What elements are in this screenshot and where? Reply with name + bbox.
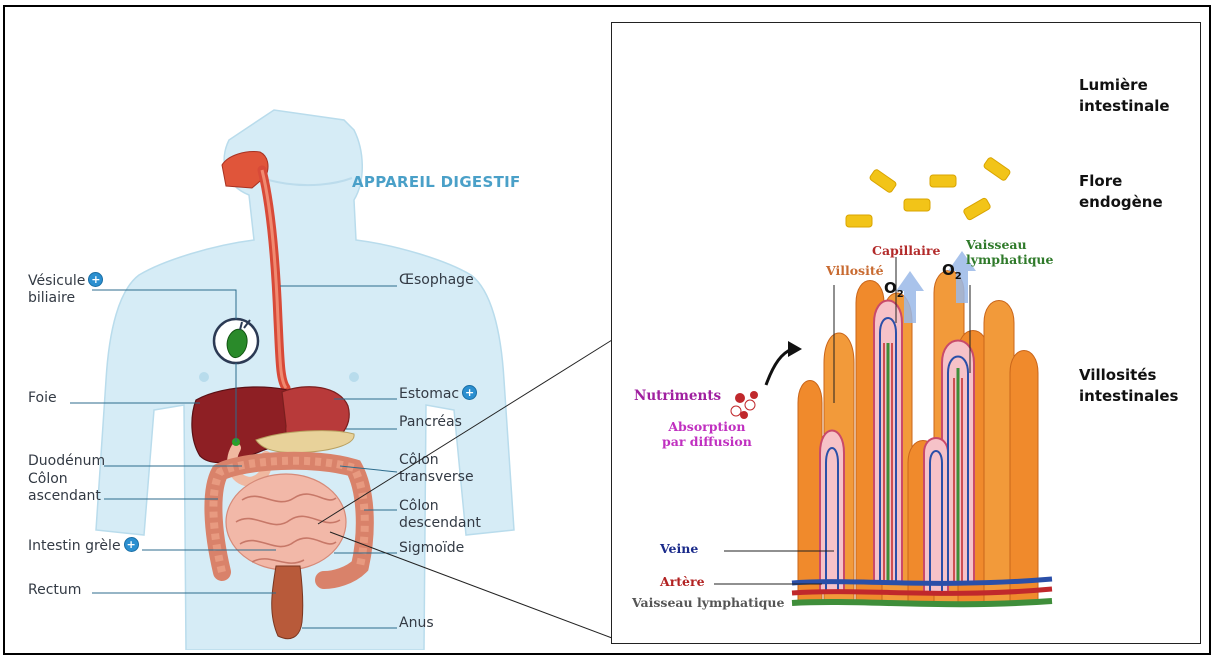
nutriment-molecule <box>731 391 758 419</box>
label-flore-line2: endogène <box>1079 193 1163 211</box>
label-vesicule-line1: Vésicule <box>28 273 85 289</box>
label-estomac: Estomac+ <box>399 385 477 403</box>
label-rectum: Rectum <box>28 582 81 599</box>
label-flore-line1: Flore <box>1079 172 1122 190</box>
label-anus: Anus <box>399 615 434 632</box>
label-vaisseau-line1: Vaisseau <box>966 237 1027 252</box>
label-duodenum: Duodénum <box>28 453 105 470</box>
label-lumiere-line2: intestinale <box>1079 97 1170 115</box>
label-o2-left: O2 <box>884 281 904 302</box>
label-capillaire: Capillaire <box>872 243 940 258</box>
endogenous-flora-bacteria <box>846 157 1011 227</box>
label-vaisseau-line2: lymphatique <box>966 252 1053 267</box>
rectum <box>272 566 303 639</box>
label-lumiere-intestinale: Lumière intestinale <box>1079 75 1170 117</box>
label-villosites-line2: intestinales <box>1079 387 1178 405</box>
label-vesicule-line2: biliaire <box>28 290 75 306</box>
label-colon-ascendant: Côlon ascendant <box>28 471 101 505</box>
info-plus-icon[interactable]: + <box>462 385 477 400</box>
digestive-system-panel: APPAREIL DIGESTIF Vésicule+ biliaire Foi… <box>14 10 534 650</box>
o2-text: O <box>942 261 955 279</box>
label-vaisseau-lymphatique: Vaisseau lymphatique <box>966 237 1053 267</box>
label-absorption-line2: par diffusion <box>662 434 752 449</box>
label-o2-right: O2 <box>942 263 962 284</box>
label-foie: Foie <box>28 390 57 407</box>
o2-text: O <box>884 279 897 297</box>
digestive-system-title: APPAREIL DIGESTIF <box>352 173 521 191</box>
label-veine: Veine <box>660 541 698 556</box>
label-colon-asc-line1: Côlon <box>28 471 68 487</box>
info-plus-icon[interactable]: + <box>124 537 139 552</box>
label-intestin-grele-text: Intestin grèle <box>28 538 121 554</box>
info-plus-icon[interactable]: + <box>88 272 103 287</box>
label-colon-trans-line1: Côlon <box>399 452 439 468</box>
base-lymph <box>792 601 1052 604</box>
label-colon-desc-line1: Côlon <box>399 498 439 514</box>
label-villosite: Villosité <box>826 263 884 278</box>
label-oesophage: Œsophage <box>399 272 474 289</box>
label-villosites-intestinales: Villosités intestinales <box>1079 365 1178 407</box>
label-villosites-line1: Villosités <box>1079 366 1156 384</box>
o2-subscript: 2 <box>955 271 962 282</box>
label-estomac-text: Estomac <box>399 386 459 402</box>
label-absorption-par-diffusion: Absorption par diffusion <box>662 419 752 449</box>
label-sigmoide: Sigmoïde <box>399 540 464 557</box>
label-intestin-grele: Intestin grèle+ <box>28 537 139 555</box>
small-intestine <box>226 474 346 570</box>
label-absorption-line1: Absorption <box>668 419 745 434</box>
label-colon-asc-line2: ascendant <box>28 488 101 504</box>
label-colon-trans-line2: transverse <box>399 469 474 485</box>
label-pancreas: Pancréas <box>399 414 462 431</box>
o2-subscript: 2 <box>897 289 904 300</box>
label-nutriments: Nutriments <box>634 389 721 404</box>
label-colon-descendant: Côlon descendant <box>399 498 481 532</box>
label-vesicule-biliaire: Vésicule+ biliaire <box>28 272 103 307</box>
intestinal-villi-panel: Lumière intestinale Flore endogène Villo… <box>611 22 1201 644</box>
label-artere: Artère <box>660 574 705 589</box>
label-flore-endogene: Flore endogène <box>1079 171 1163 213</box>
label-colon-desc-line2: descendant <box>399 515 481 531</box>
body-silhouette <box>96 110 514 650</box>
label-vaisseau-lymphatique-bottom: Vaisseau lymphatique <box>632 595 784 610</box>
label-lumiere-line1: Lumière <box>1079 76 1148 94</box>
label-colon-transverse: Côlon transverse <box>399 452 474 486</box>
